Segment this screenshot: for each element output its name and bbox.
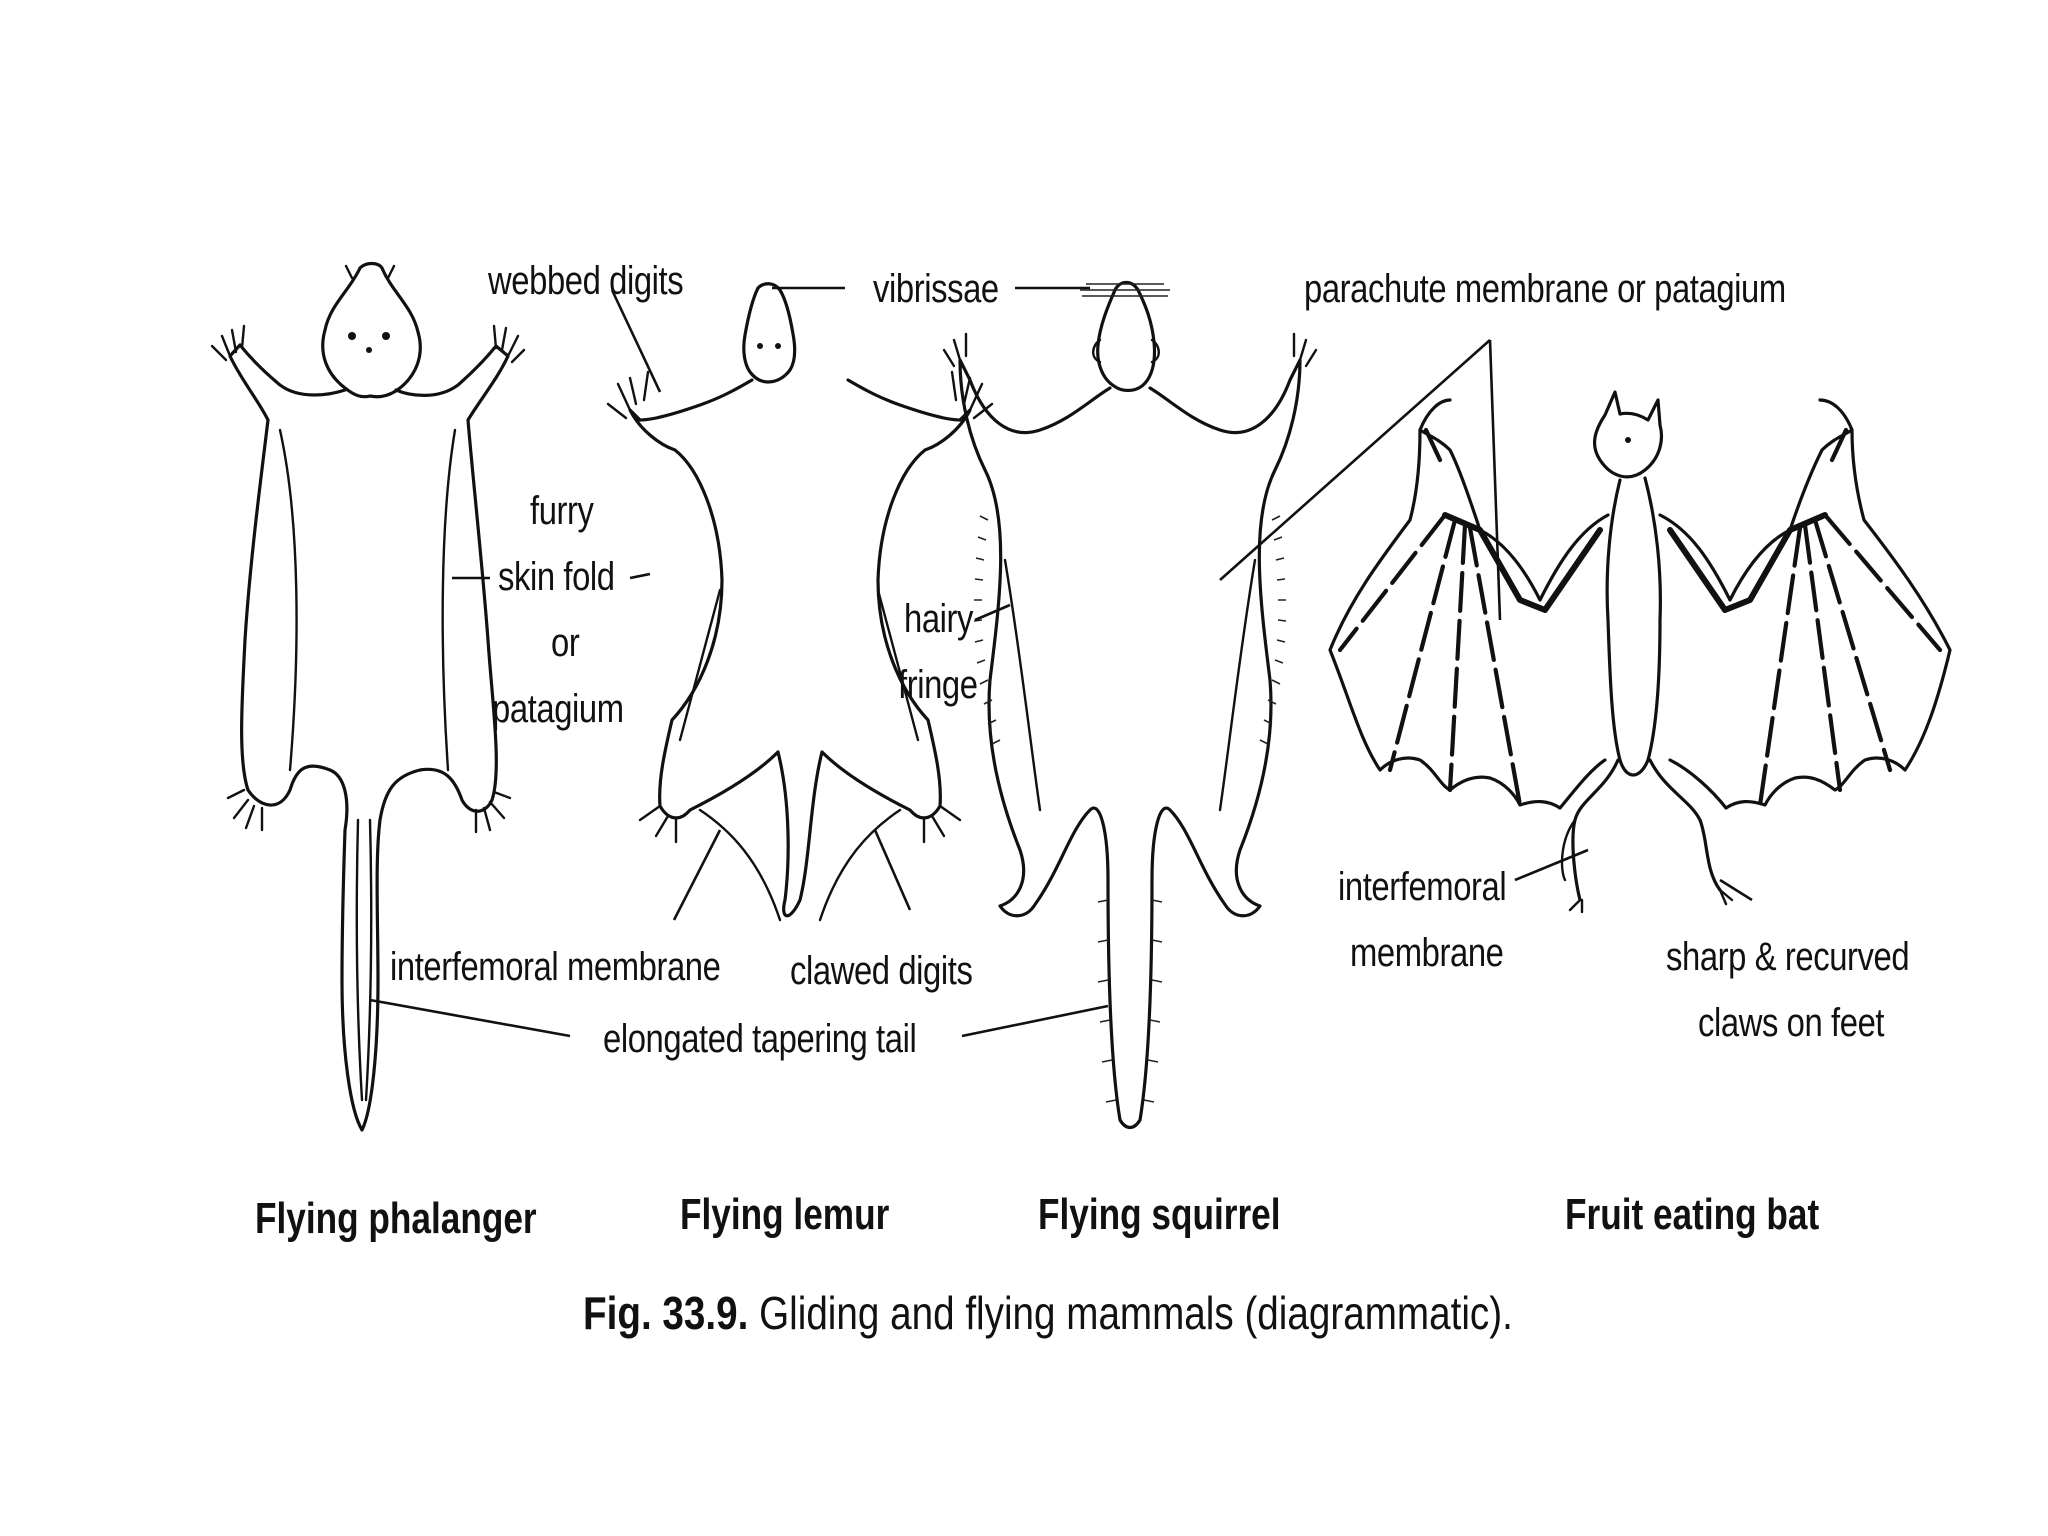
label-vibrissae: vibrissae (873, 267, 999, 311)
flying-lemur-drawing (606, 282, 994, 922)
caption-number: Fig. 33.9. (583, 1287, 749, 1339)
label-hairy-fringe-1: hairy (904, 597, 974, 641)
label-clawed-digits: clawed digits (790, 949, 973, 993)
label-furry-skin-fold-1: furry (530, 489, 594, 533)
name-fruit-eating-bat: Fruit eating bat (1565, 1190, 1820, 1239)
label-elongated-tapering-tail: elongated tapering tail (603, 1017, 917, 1061)
label-furry-skin-fold-2: skin fold (498, 555, 615, 599)
label-interfemoral-membrane: interfemoral membrane (390, 945, 721, 989)
flying-phalanger-drawing (210, 261, 526, 1132)
caption-text: Gliding and flying mammals (diagrammatic… (759, 1287, 1513, 1339)
name-flying-phalanger: Flying phalanger (255, 1194, 537, 1243)
label-hairy-fringe-2: fringe (898, 663, 978, 707)
name-flying-squirrel: Flying squirrel (1038, 1190, 1281, 1239)
flying-squirrel-drawing (942, 280, 1318, 1130)
fruit-eating-bat-drawing (1328, 390, 1952, 914)
label-sharp-claws-2: claws on feet (1698, 1001, 1885, 1045)
label-parachute-membrane: parachute membrane or patagium (1304, 267, 1786, 311)
label-bat-interfemoral-2: membrane (1350, 931, 1504, 975)
label-furry-skin-fold-3: or (551, 621, 580, 665)
figure-caption: Fig. 33.9. Gliding and flying mammals (d… (583, 1286, 1513, 1340)
label-furry-skin-fold-4: patagium (492, 687, 624, 731)
name-flying-lemur: Flying lemur (680, 1190, 890, 1239)
label-sharp-claws-1: sharp & recurved (1666, 935, 1910, 979)
label-webbed-digits: webbed digits (488, 259, 684, 303)
label-bat-interfemoral-1: interfemoral (1338, 865, 1507, 909)
leader-lines (369, 286, 1753, 1038)
